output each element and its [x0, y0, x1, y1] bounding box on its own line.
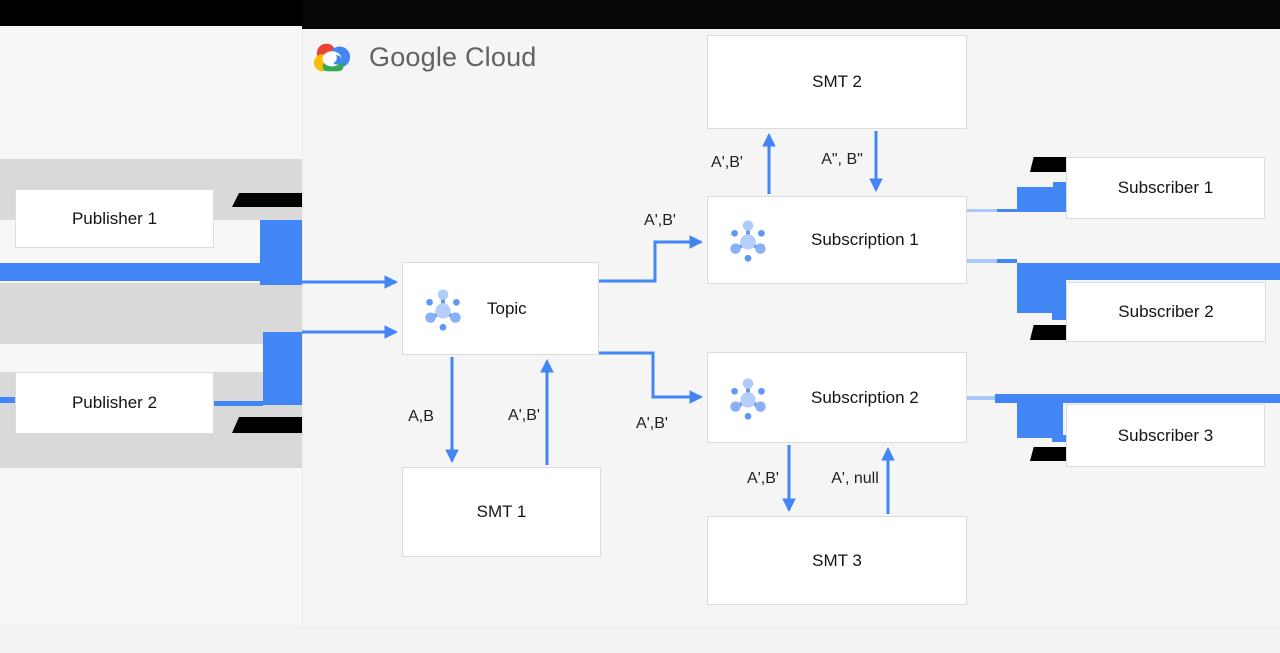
node-subscriber-2-label: Subscriber 2: [1118, 302, 1214, 321]
node-subscriber-2: Subscriber 2: [1066, 282, 1266, 342]
pubsub-subscription-1-icon: [730, 220, 766, 262]
glitch-lightblue-line-1: [967, 209, 997, 212]
black-mark-left-2: [232, 417, 302, 433]
glitch-blue-step-1: [1053, 182, 1066, 188]
node-publisher-1-label: Publisher 1: [71, 208, 158, 228]
glitch-blue-bar-right-1: [1017, 263, 1280, 280]
glitch-blue-line-2: [997, 259, 1017, 263]
node-smt-3: SMT 3: [707, 516, 967, 605]
black-mark-right-2: [1030, 325, 1067, 340]
black-mark-left-1: [232, 193, 302, 207]
glitch-lightblue-line-3: [967, 396, 997, 400]
node-smt-1: SMT 1: [402, 467, 601, 557]
node-smt-1-label: SMT 1: [476, 502, 527, 521]
google-cloud-logo: Google Cloud: [310, 38, 537, 76]
black-mark-right-3: [1030, 447, 1067, 461]
node-subscriber-1-label: Subscriber 1: [1117, 178, 1214, 197]
glitch-blue-step-2: [1052, 313, 1066, 320]
node-publisher-2-label: Publisher 2: [71, 393, 158, 412]
node-subscriber-3-label: Subscriber 3: [1117, 425, 1214, 445]
edge-label-topic-to-sub1: A',B': [644, 212, 676, 229]
edge-label-smt1-to-topic: A',B': [508, 407, 540, 424]
edge-label-sub2-to-smt3: A',B': [747, 470, 779, 487]
glitch-blue-block-right-2: [1017, 263, 1066, 313]
glitch-blue-bar-right-2: [995, 394, 1280, 403]
bottom-strip: [0, 625, 1280, 653]
node-subscriber-3: Subscriber 3: [1066, 404, 1265, 467]
google-cloud-logo-text: Google Cloud: [369, 41, 537, 72]
edge-label-topic-to-sub2: A',B': [636, 415, 668, 432]
edge-topic-to-subscription2: [599, 351, 704, 404]
edge-label-sub1-to-smt2: A',B': [711, 154, 743, 171]
glitch-blue-line-pub2-left: [0, 397, 15, 403]
glitch-blue-block-right-1: [1017, 187, 1066, 212]
node-subscription-1: Subscription 1: [707, 196, 967, 284]
node-topic: Topic: [402, 262, 599, 355]
node-topic-label: Topic: [487, 298, 527, 318]
node-smt-2-label: SMT 2: [812, 72, 862, 91]
glitch-lightblue-line-2: [967, 259, 997, 263]
node-subscriber-1: Subscriber 1: [1066, 157, 1265, 219]
glitch-blue-line-1: [997, 209, 1017, 212]
pubsub-topic-icon: [425, 288, 461, 331]
node-subscription-2: Subscription 2: [707, 352, 967, 443]
google-cloud-logo-icon: [314, 43, 351, 72]
glitch-blue-bar-left: [0, 263, 302, 281]
node-publisher-1: Publisher 1: [15, 189, 214, 248]
glitch-blue-step-3: [1052, 435, 1068, 442]
node-subscription-2-label: Subscription 2: [811, 387, 919, 407]
top-black-bar-right: [302, 0, 1280, 29]
edge-topic-to-subscription1: [599, 235, 704, 283]
glitch-blue-block-right-3: [1017, 403, 1063, 438]
glitch-blue-line-pub2-right: [214, 401, 263, 406]
black-mark-right-1: [1030, 157, 1067, 172]
edge-label-smt2-to-sub1: A", B": [821, 151, 863, 168]
edge-label-topic-to-smt1: A,B: [408, 408, 434, 425]
glitch-blue-block-left-2: [263, 332, 302, 405]
node-smt-2: SMT 2: [707, 35, 967, 129]
edge-label-smt3-to-sub2: A', null: [831, 470, 879, 487]
gray-band-2: [0, 283, 302, 344]
pubsub-subscription-2-icon: [730, 377, 766, 420]
node-smt-3-label: SMT 3: [812, 550, 862, 570]
node-subscription-1-label: Subscription 1: [811, 230, 919, 249]
node-publisher-2: Publisher 2: [15, 372, 214, 434]
top-black-bar-left: [0, 0, 302, 26]
glitch-blue-block-left-1: [260, 220, 302, 285]
